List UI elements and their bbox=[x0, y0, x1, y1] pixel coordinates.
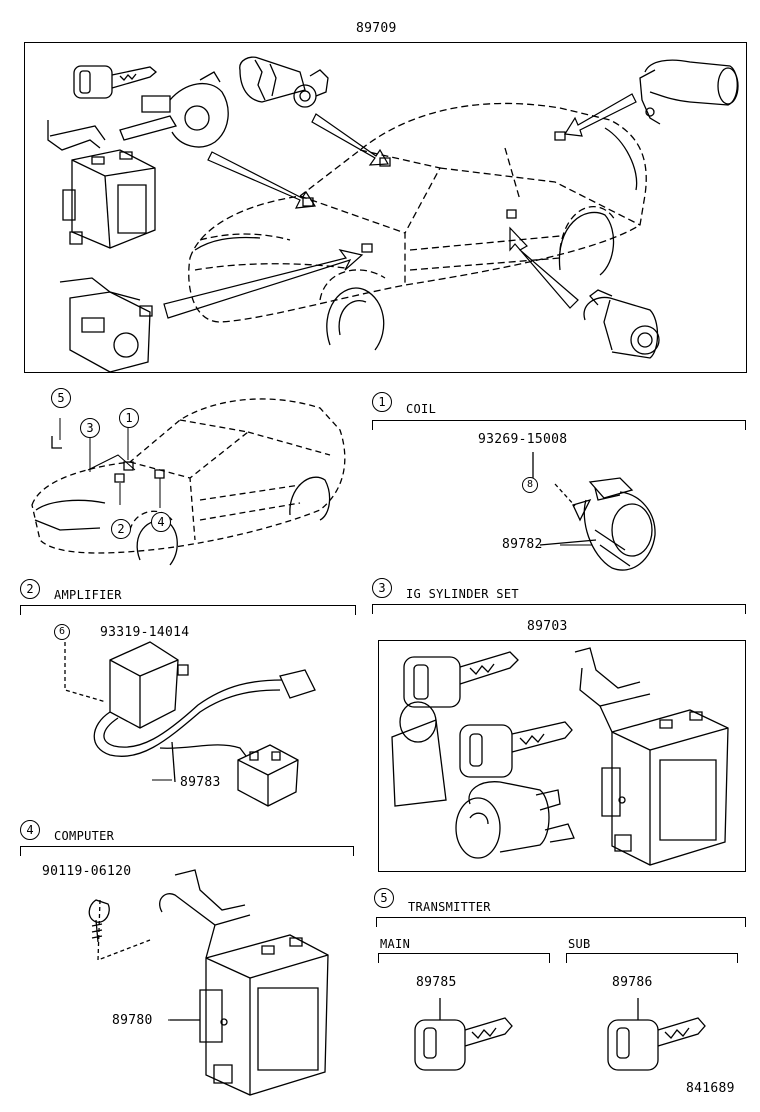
computer-part-number: 89780 bbox=[112, 1013, 153, 1028]
computer-illustration bbox=[89, 870, 328, 1095]
amplifier-section-number: 2 bbox=[20, 579, 40, 599]
transmitter-main-part-number: 89785 bbox=[416, 975, 457, 990]
coil-section-title: COIL bbox=[406, 402, 437, 416]
coil-part-number: 89782 bbox=[502, 537, 543, 552]
top-key bbox=[74, 66, 156, 98]
transmitter-sub-part-number: 89786 bbox=[612, 975, 653, 990]
ig-cylinder-part-number: 89703 bbox=[527, 619, 568, 634]
transmitter-section-number: 5 bbox=[374, 888, 394, 908]
index-marker-5: 5 bbox=[51, 388, 71, 408]
transmitter-main-label: MAIN bbox=[380, 937, 411, 951]
amplifier-screw-part-number: 93319-14014 bbox=[100, 625, 190, 640]
ig-cylinder-illustration bbox=[392, 648, 728, 865]
ig-cylinder-section-bracket bbox=[372, 604, 746, 614]
coil-section-bracket bbox=[372, 420, 746, 430]
ig-cylinder-section-number: 3 bbox=[372, 578, 392, 598]
transmitter-section-bracket bbox=[376, 917, 746, 927]
top-ig-cylinder bbox=[120, 72, 228, 147]
ig-cylinder-section-title: IG SYLINDER SET bbox=[406, 587, 519, 601]
top-computer bbox=[48, 120, 155, 248]
index-marker-4: 4 bbox=[151, 512, 171, 532]
coil-illustration bbox=[533, 452, 655, 570]
transmitter-sub-label: SUB bbox=[568, 937, 591, 951]
top-car-wheels bbox=[327, 212, 614, 350]
top-door-cylinder-right bbox=[584, 290, 659, 358]
amplifier-section-title: AMPLIFIER bbox=[54, 588, 122, 602]
amplifier-illustration bbox=[65, 642, 315, 806]
coil-section-number: 1 bbox=[372, 392, 392, 412]
computer-section-title: COMPUTER bbox=[54, 829, 115, 843]
computer-section-number: 4 bbox=[20, 820, 40, 840]
computer-section-bracket bbox=[20, 846, 354, 856]
index-marker-3: 3 bbox=[80, 418, 100, 438]
coil-screw-mark: 8 bbox=[522, 477, 538, 493]
amplifier-part-number: 89783 bbox=[180, 775, 221, 790]
ig-cylinder-frame bbox=[378, 640, 746, 872]
diagram-number: 841689 bbox=[686, 1081, 735, 1096]
index-car-outline bbox=[32, 399, 345, 553]
amplifier-section-bracket bbox=[20, 605, 356, 615]
top-assembly-part-number: 89709 bbox=[356, 21, 397, 36]
transmitter-sub-key bbox=[608, 998, 705, 1070]
top-trunk-cylinder bbox=[640, 60, 738, 124]
index-marker-1: 1 bbox=[119, 408, 139, 428]
amplifier-screw-mark: 6 bbox=[54, 624, 70, 640]
index-leaders bbox=[60, 418, 160, 508]
computer-bolt-part-number: 90119-06120 bbox=[42, 864, 132, 879]
transmitter-main-key bbox=[415, 998, 512, 1070]
transmitter-sub-bracket bbox=[566, 953, 738, 963]
top-amplifier bbox=[60, 278, 152, 372]
top-assembly-frame bbox=[24, 42, 747, 373]
coil-screw-part-number: 93269-15008 bbox=[478, 432, 568, 447]
top-door-cylinder bbox=[240, 57, 328, 107]
transmitter-section-title: TRANSMITTER bbox=[408, 900, 491, 914]
top-assembly-arrows bbox=[164, 94, 636, 318]
transmitter-main-bracket bbox=[378, 953, 550, 963]
index-marker-2: 2 bbox=[111, 519, 131, 539]
